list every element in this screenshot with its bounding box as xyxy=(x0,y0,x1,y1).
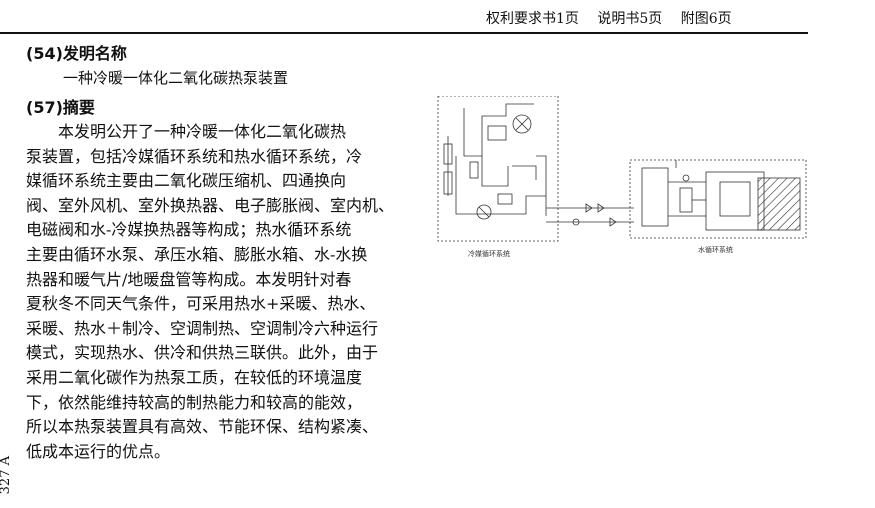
invention-name-heading: (54)发明名称 xyxy=(26,44,127,63)
drawings-page-count: 附图6页 xyxy=(680,11,732,27)
abstract-line: 低成本运行的优点。 xyxy=(26,441,171,461)
invention-title: 一种冷暖一体化二氧化碳热泵装置 xyxy=(63,69,289,87)
heat-exchanger-symbol xyxy=(476,204,492,220)
cut-off-header-text: ' '' '' ''' '''''''' xyxy=(40,0,139,7)
header-rule xyxy=(0,32,808,34)
refrigerant-system-box xyxy=(437,96,559,242)
description-page-count: 说明书5页 xyxy=(597,11,663,27)
water-tank-symbol xyxy=(641,167,669,227)
abstract-line: 电磁阀和水-冷媒换热器等构成；热水循环系统 xyxy=(26,220,352,240)
publication-number-fragment: 327 A xyxy=(0,456,13,495)
abstract-heading: (57)摘要 xyxy=(26,98,95,117)
floor-heating-coil-symbol xyxy=(757,177,801,231)
abstract-line: 下，依然能维持较高的制热能力和较高的能效， xyxy=(26,392,363,412)
abstract-line: 采暖、热水＋制冷、空调制热、空调制冷六种运行 xyxy=(26,318,379,338)
abstract-line: 主要由循环水泵、承压水箱、膨胀水箱、水-水换 xyxy=(26,244,368,264)
abstract-line: 模式，实现热水、供冷和供热三联供。此外，由于 xyxy=(26,343,379,363)
abstract-line: 夏秋冬不同天气条件，可采用热水+采暖、热水、 xyxy=(26,294,376,314)
water-system-box xyxy=(629,159,807,239)
claims-page-count: 权利要求书1页 xyxy=(486,11,579,27)
heat-pump-system-diagram: 冷媒循环系统 水循环系统 xyxy=(437,96,807,258)
abstract-body: 本发明公开了一种冷暖一体化二氧化碳热 泵装置，包括冷媒循环系统和热水循环系统，冷… xyxy=(26,120,406,464)
page-counts: 权利要求书1页 说明书5页 附图6页 xyxy=(486,8,746,28)
abstract-figure: 冷媒循环系统 水循环系统 xyxy=(436,96,808,264)
abstract-line: 媒循环系统主要由二氧化碳压缩机、四通换向 xyxy=(26,171,347,191)
refrigerant-system-label: 冷媒循环系统 xyxy=(468,249,510,258)
abstract-line: 本发明公开了一种冷暖一体化二氧化碳热 xyxy=(26,122,347,141)
abstract-line: 阀、室外风机、室外换热器、电子膨胀阀、室内机、 xyxy=(26,195,395,215)
abstract-line: 泵装置，包括冷媒循环系统和热水循环系统，冷 xyxy=(26,146,363,166)
abstract-line: 所以本热泵装置具有高效、节能环保、结构紧凑、 xyxy=(26,417,379,437)
abstract-line: 热器和暖气片/地暖盘管等构成。本发明针对春 xyxy=(26,269,352,289)
compressor-symbol xyxy=(512,114,532,134)
abstract-line: 采用二氧化碳作为热泵工质，在较低的环境温度 xyxy=(26,367,363,387)
water-system-label: 水循环系统 xyxy=(698,245,733,254)
